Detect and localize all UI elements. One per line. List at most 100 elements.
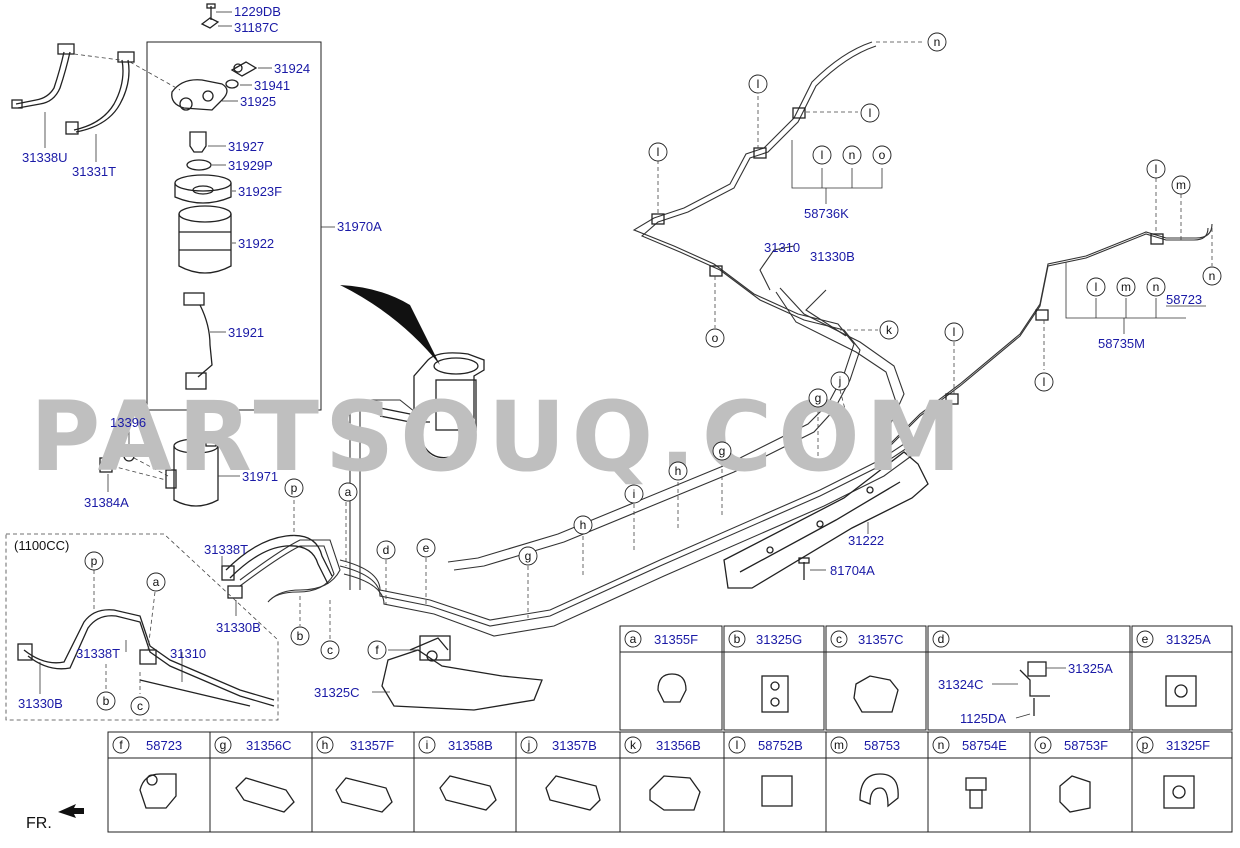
svg-text:f: f xyxy=(119,738,123,752)
svg-text:g: g xyxy=(525,549,532,563)
callout-n-2: n xyxy=(1146,277,1166,297)
callout-n-1: n xyxy=(842,145,862,165)
svg-text:m: m xyxy=(1176,178,1186,192)
callout-l-1: l xyxy=(812,145,832,165)
bracket-f-main-part xyxy=(419,635,451,662)
clip-31356C-icon xyxy=(235,777,295,813)
callout-l-2: l xyxy=(1086,277,1106,297)
svg-text:31356B: 31356B xyxy=(656,738,701,753)
legend-d-right-part: 31325A xyxy=(1068,661,1113,676)
svg-text:l: l xyxy=(1043,375,1046,389)
svg-text:f: f xyxy=(375,643,379,657)
label-31325C: 31325C xyxy=(314,685,360,700)
label-31310-inset: 31310 xyxy=(170,646,206,661)
water-sensor-31921-part xyxy=(183,292,213,390)
label-31927: 31927 xyxy=(228,139,264,154)
label-31924: 31924 xyxy=(274,61,310,76)
group-58736K-bracket xyxy=(791,140,883,189)
group-58735M-bracket xyxy=(1065,262,1186,319)
callout-b-inset: b xyxy=(96,691,116,711)
svg-text:o: o xyxy=(712,331,719,345)
callout-o-bottom: o xyxy=(705,328,725,348)
svg-text:l: l xyxy=(1155,162,1158,176)
inset-variant-note: (1100CC) xyxy=(14,538,69,553)
hose-31338T-main-part xyxy=(221,534,333,585)
svg-text:l: l xyxy=(953,325,956,339)
callout-h-2: h xyxy=(573,515,593,535)
label-31941: 31941 xyxy=(254,78,290,93)
label-31929P: 31929P xyxy=(228,158,273,173)
svg-text:m: m xyxy=(834,738,844,752)
svg-text:l: l xyxy=(821,148,824,162)
svg-text:b: b xyxy=(734,632,741,646)
callout-l-lower2: l xyxy=(1034,372,1054,392)
svg-text:58753: 58753 xyxy=(864,738,900,753)
clip-31357C-part xyxy=(853,675,899,713)
callout-p-inset: p xyxy=(84,551,104,571)
callout-c: c xyxy=(320,640,340,660)
legend-d-bottom-part: 1125DA xyxy=(960,711,1006,726)
svg-text:h: h xyxy=(580,518,587,532)
front-arrow-icon xyxy=(58,804,84,818)
fuel-filter-module-part xyxy=(379,352,485,459)
part-58723-icon xyxy=(139,773,177,809)
svg-text:58752B: 58752B xyxy=(758,738,803,753)
svg-text:a: a xyxy=(345,485,352,499)
clip-31187C-part xyxy=(200,17,220,29)
svg-text:j: j xyxy=(838,374,842,388)
callout-j: j xyxy=(830,371,850,391)
callout-circles: n l l l l n o l m n k o l m n l l j g g … xyxy=(84,32,1222,716)
filter-bracket-31971-part xyxy=(165,431,219,507)
label-31338U: 31338U xyxy=(22,150,68,165)
svg-text:o: o xyxy=(879,148,886,162)
clip-31357F-icon xyxy=(335,777,393,813)
svg-text:g: g xyxy=(815,391,822,405)
skid-plate-31222-part xyxy=(723,451,929,589)
label-31925: 31925 xyxy=(240,94,276,109)
svg-text:l: l xyxy=(736,738,739,752)
label-31338T-main: 31338T xyxy=(204,542,248,557)
clip-31325A-d-part xyxy=(1027,661,1047,677)
svg-text:31325A: 31325A xyxy=(1166,632,1211,647)
svg-text:i: i xyxy=(426,738,429,752)
callout-l-top: l xyxy=(748,74,768,94)
callout-o-1: o xyxy=(872,145,892,165)
svg-text:31325G: 31325G xyxy=(756,632,802,647)
legend-cell-d: d xyxy=(932,630,950,648)
svg-text:a: a xyxy=(153,575,160,589)
svg-text:p: p xyxy=(291,481,298,495)
bracket-31325C-part xyxy=(381,637,543,711)
svg-text:31325F: 31325F xyxy=(1166,738,1210,753)
filter-assembly-frame xyxy=(146,41,322,411)
label-31330B-main: 31330B xyxy=(216,620,261,635)
label-13396: 13396 xyxy=(110,415,146,430)
label-31187C: 31187C xyxy=(234,20,279,35)
svg-text:n: n xyxy=(849,148,856,162)
svg-text:31357F: 31357F xyxy=(350,738,394,753)
svg-text:l: l xyxy=(657,145,660,159)
label-31970A: 31970A xyxy=(337,219,382,234)
legend-d-left-part: 31324C xyxy=(938,677,984,692)
svg-text:o: o xyxy=(1040,738,1047,752)
legend-cell-b: b 31325G xyxy=(728,630,802,648)
label-31338T-inset: 31338T xyxy=(76,646,120,661)
callout-b: b xyxy=(290,626,310,646)
label-31923F: 31923F xyxy=(238,184,282,199)
label-31310: 31310 xyxy=(764,240,800,255)
svg-text:j: j xyxy=(527,738,531,752)
svg-text:d: d xyxy=(938,632,945,646)
svg-text:g: g xyxy=(220,738,227,752)
part-labels: 1229DB 31187C 31924 31941 31925 31927 31… xyxy=(14,4,1202,832)
bolt-81704A-part xyxy=(798,557,810,580)
svg-text:31357B: 31357B xyxy=(552,738,597,753)
svg-text:a: a xyxy=(630,632,637,646)
legend-cell-j: j 31357B xyxy=(520,736,597,754)
